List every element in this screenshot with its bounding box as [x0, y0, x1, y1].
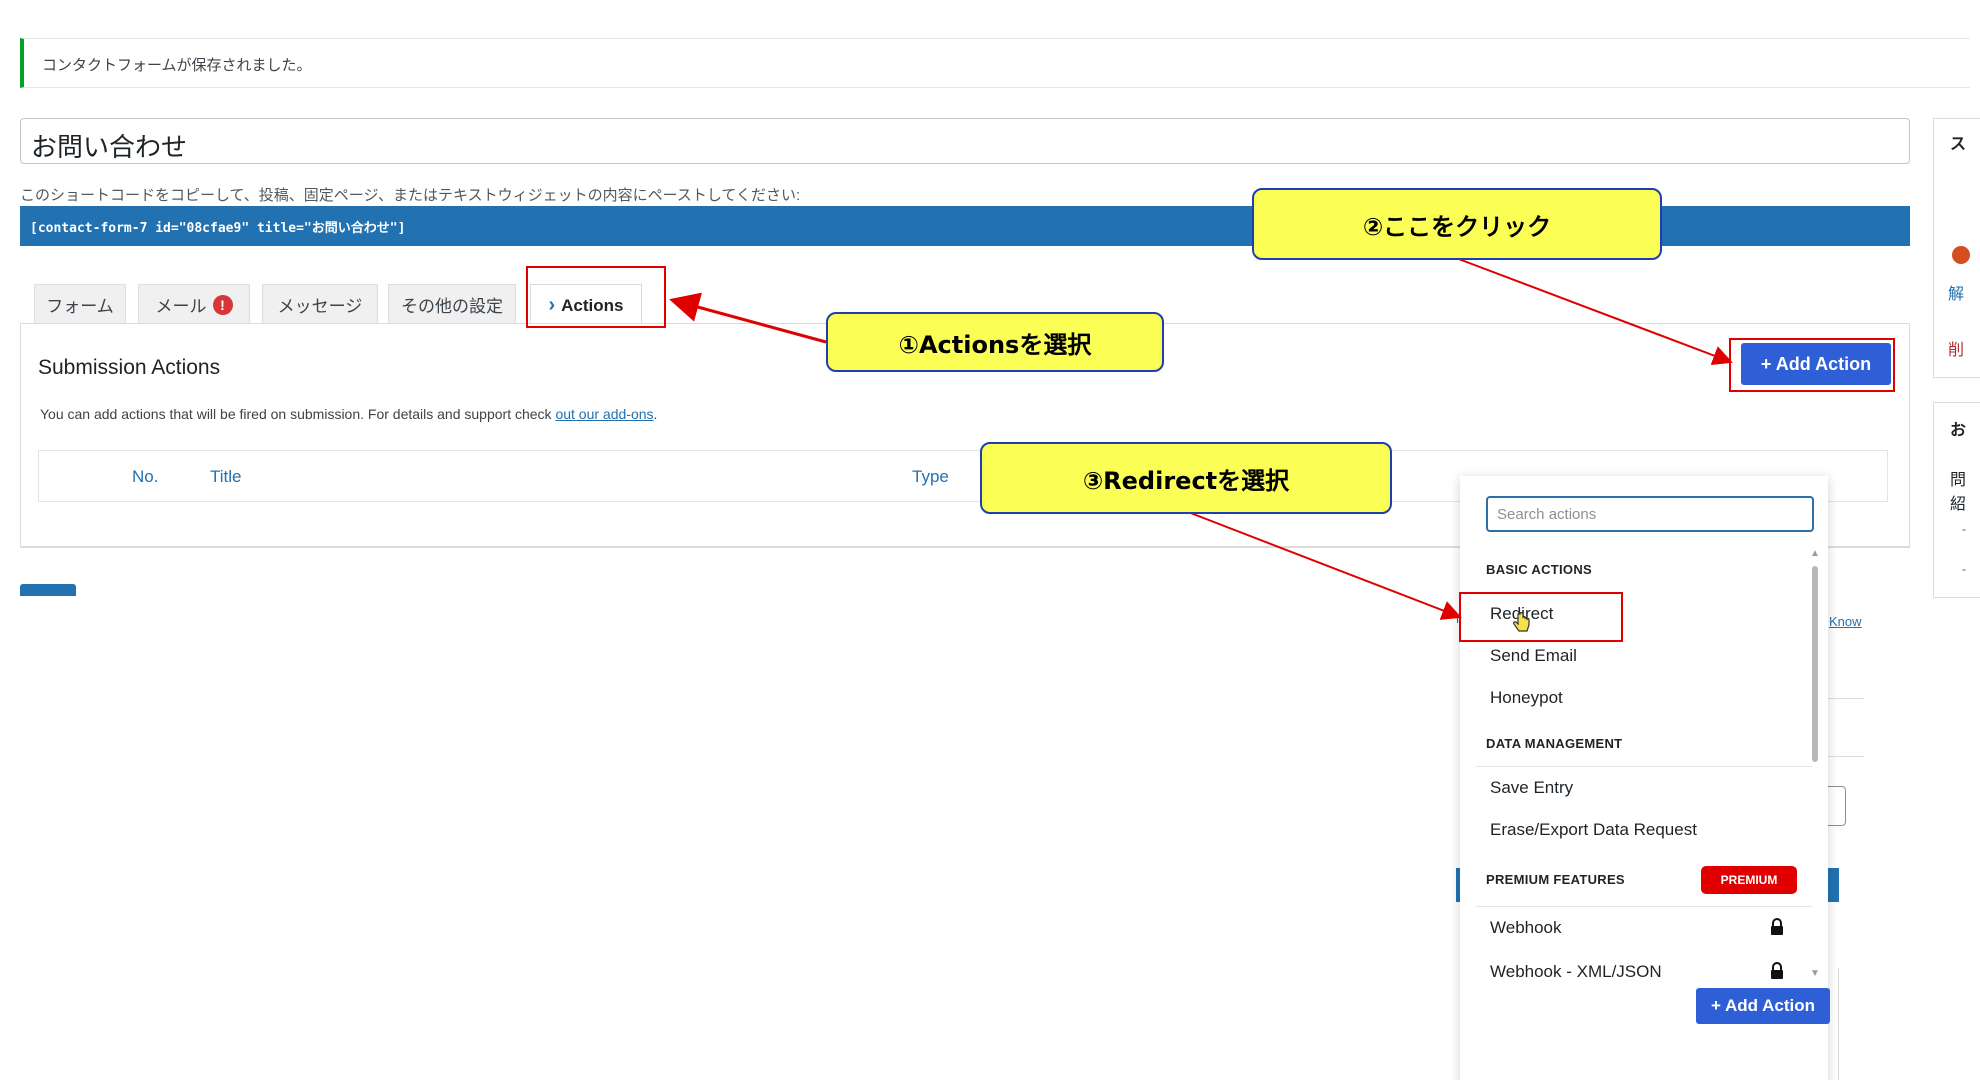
- scroll-down-icon[interactable]: ▼: [1810, 968, 1820, 979]
- group-premium-features: PREMIUM FEATURES: [1486, 872, 1625, 887]
- alert-icon: [1952, 246, 1970, 264]
- tab-mail[interactable]: メール !: [138, 284, 250, 324]
- menu-divider: [1476, 906, 1812, 907]
- add-action-button-bottom[interactable]: + Add Action: [1696, 988, 1830, 1024]
- menu-item-webhook-xml-json[interactable]: Webhook - XML/JSON: [1490, 962, 1662, 981]
- sidebar-info-bullet: -: [1962, 522, 1966, 536]
- group-basic-actions: BASIC ACTIONS: [1486, 562, 1592, 577]
- callout-step2: ②ここをクリック: [1252, 188, 1662, 260]
- tab-form[interactable]: フォーム: [34, 284, 126, 324]
- description-text: You can add actions that will be fired o…: [40, 406, 556, 422]
- scroll-up-icon[interactable]: ▲: [1810, 548, 1820, 559]
- background-input-fragment: [1828, 786, 1846, 826]
- search-actions-input[interactable]: Search actions: [1486, 496, 1814, 532]
- group-data-management: DATA MANAGEMENT: [1486, 736, 1623, 751]
- menu-item-send-email[interactable]: Send Email: [1490, 646, 1577, 665]
- hand-cursor-icon: [1513, 612, 1530, 632]
- lock-icon: [1771, 962, 1783, 979]
- premium-badge: PREMIUM: [1701, 866, 1797, 894]
- save-button-partial[interactable]: [20, 584, 76, 596]
- saved-notice-text: コンタクトフォームが保存されました。: [42, 57, 312, 74]
- sidebar-info-text: 問: [1950, 472, 1967, 489]
- shortcode-text: [contact-form-7 id="08cfae9" title="お問い合…: [30, 221, 406, 236]
- callout-step3: ③Redirectを選択: [980, 442, 1392, 514]
- tab-label: Actions: [561, 295, 624, 315]
- sidebar-link[interactable]: 解: [1948, 286, 1965, 303]
- background-link-fragment: Know: [1829, 614, 1862, 629]
- add-action-button[interactable]: + Add Action: [1741, 343, 1891, 385]
- chevron-right-icon: ›: [548, 294, 556, 316]
- tab-label: メール: [155, 297, 207, 316]
- sidebar-status-title: ス: [1950, 136, 1967, 153]
- submission-actions-description: You can add actions that will be fired o…: [40, 406, 657, 422]
- background-divider: [1828, 756, 1864, 757]
- sidebar-info-bullet: -: [1962, 562, 1966, 576]
- description-end: .: [653, 406, 658, 422]
- tab-label: その他の設定: [401, 297, 503, 316]
- sidebar-info-title: お: [1950, 422, 1967, 439]
- background-divider: [1828, 698, 1864, 699]
- highlight-add-action: [1729, 338, 1895, 392]
- tab-label: フォーム: [46, 297, 114, 316]
- tab-additional-settings[interactable]: その他の設定: [388, 284, 516, 324]
- action-dropdown: [1460, 476, 1828, 1080]
- lock-icon: [1771, 918, 1783, 935]
- form-title-value: お問い合わせ: [31, 132, 188, 162]
- menu-item-honeypot[interactable]: Honeypot: [1490, 688, 1563, 707]
- saved-notice: コンタクトフォームが保存されました。: [20, 38, 1970, 88]
- sidebar-delete-link[interactable]: 削: [1948, 342, 1965, 359]
- divider: [20, 546, 1910, 548]
- highlight-actions-tab: [526, 266, 666, 328]
- background-button-fragment: [1456, 868, 1462, 902]
- shortcode-description: このショートコードをコピーして、投稿、固定ページ、またはテキストウィジェットの内…: [20, 187, 801, 204]
- column-title: Title: [210, 467, 242, 486]
- highlight-redirect: [1459, 592, 1623, 642]
- tab-actions[interactable]: › Actions: [530, 284, 642, 326]
- submission-actions-heading: Submission Actions: [38, 356, 221, 379]
- menu-item-save-entry[interactable]: Save Entry: [1490, 778, 1574, 797]
- tab-label: メッセージ: [277, 297, 363, 316]
- background-button-fragment: [1827, 868, 1839, 902]
- dropdown-scrollbar[interactable]: [1812, 566, 1818, 762]
- warning-icon: !: [212, 294, 233, 315]
- search-placeholder: Search actions: [1497, 506, 1597, 523]
- sidebar-info-text: 紹: [1950, 496, 1967, 513]
- sidebar-info-box: [1933, 402, 1980, 598]
- addons-link[interactable]: out our add-ons: [555, 406, 654, 422]
- menu-item-erase-export[interactable]: Erase/Export Data Request: [1490, 820, 1697, 839]
- background-divider: [1838, 968, 1839, 1080]
- column-type: Type: [912, 467, 949, 486]
- form-title-input[interactable]: お問い合わせ: [20, 118, 1910, 164]
- column-no: No.: [132, 467, 159, 486]
- menu-divider: [1476, 766, 1812, 767]
- callout-step1: ①Actionsを選択: [826, 312, 1164, 372]
- tab-messages[interactable]: メッセージ: [262, 284, 378, 324]
- menu-item-webhook[interactable]: Webhook: [1490, 918, 1562, 937]
